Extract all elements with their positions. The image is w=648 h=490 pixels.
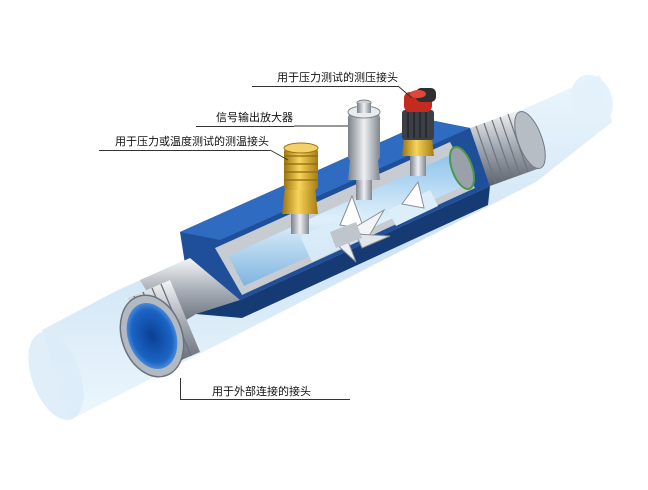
right-end-connector (470, 110, 546, 186)
signal-amplifier-fitting (347, 99, 381, 200)
underline-pressure-tap (252, 86, 398, 87)
underline-temperature-tap (99, 150, 270, 151)
label-external-connector: 用于外部连接的接头 (212, 385, 311, 398)
leader-lines (269, 85, 413, 161)
label-signal-amplifier: 信号输出放大器 (216, 111, 293, 124)
label-pressure-tap: 用于压力测试的测压接头 (277, 71, 398, 84)
left-end-connector (119, 258, 240, 378)
underline-signal-amplifier (196, 126, 294, 127)
vertical-leader-external-connector (180, 378, 181, 400)
temperature-tap-fitting (282, 142, 319, 234)
turbine-rotor (300, 180, 438, 263)
label-temperature-tap: 用于压力或温度测试的测温接头 (115, 135, 269, 148)
underline-external-connector (180, 399, 350, 400)
